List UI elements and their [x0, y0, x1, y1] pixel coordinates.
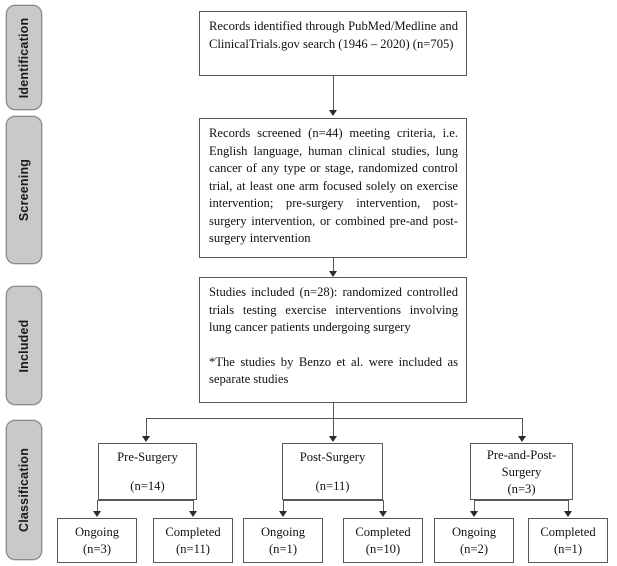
box-prepost-ongoing-count: (n=2): [459, 542, 489, 556]
arrowhead-pre-surgery-to-completed: [189, 511, 197, 517]
box-pre-and-post-surgery-title: Pre-and-Post-: [486, 447, 557, 462]
box-records-identified: Records identified through PubMed/Medlin…: [199, 11, 467, 76]
box-pre-surgery-count: (n=14): [130, 479, 165, 493]
box-prepost-ongoing: Ongoing (n=2): [434, 518, 514, 563]
connector-pre-surgery-to-ongoing: [97, 500, 98, 513]
connector-screened-to-included: [333, 258, 334, 273]
stage-classification: Classification: [6, 420, 42, 560]
box-pre-completed-title: Completed: [165, 525, 221, 539]
arrowhead-screened-to-included: [329, 271, 337, 277]
box-records-screened-text: Records screened (n=44) meeting criteria…: [209, 126, 458, 245]
box-post-surgery-count: (n=11): [315, 479, 350, 493]
box-pre-and-post-surgery: Pre-and-Post- Surgery (n=3): [470, 443, 573, 500]
box-prepost-completed-count: (n=1): [553, 542, 583, 556]
box-records-screened: Records screened (n=44) meeting criteria…: [199, 118, 467, 258]
stage-screening: Screening: [6, 116, 42, 264]
arrowhead-identified-to-screened: [329, 110, 337, 116]
box-prepost-completed-title: Completed: [540, 525, 596, 539]
box-post-completed-count: (n=10): [365, 542, 401, 556]
connector-pre-and-post-surgery-bus: [474, 500, 568, 501]
box-studies-included-text: Studies included (n=28): randomized cont…: [209, 285, 458, 334]
connector-to-post-surgery: [333, 418, 334, 438]
box-post-ongoing: Ongoing (n=1): [243, 518, 323, 563]
connector-pre-and-post-to-ongoing: [474, 500, 475, 513]
connector-to-pre-and-post-surgery: [522, 418, 523, 438]
stage-identification-label: Identification: [17, 17, 31, 98]
arrowhead-to-pre-surgery: [142, 436, 150, 442]
box-prepost-completed: Completed (n=1): [528, 518, 608, 563]
connector-post-surgery-to-ongoing: [283, 500, 284, 513]
stage-included: Included: [6, 286, 42, 405]
stage-classification-label: Classification: [17, 447, 31, 533]
box-pre-ongoing-count: (n=3): [82, 542, 112, 556]
connector-pre-and-post-to-completed: [568, 500, 569, 513]
stage-included-label: Included: [17, 319, 31, 372]
stage-identification: Identification: [6, 5, 42, 110]
box-post-surgery-title: Post-Surgery: [299, 450, 366, 464]
box-pre-surgery: Pre-Surgery (n=14): [98, 443, 197, 500]
box-pre-completed-count: (n=11): [176, 542, 210, 556]
arrowhead-pre-and-post-to-completed: [564, 511, 572, 517]
box-post-ongoing-count: (n=1): [268, 542, 298, 556]
arrowhead-pre-surgery-to-ongoing: [93, 511, 101, 517]
box-studies-included-note: *The studies by Benzo et al. were includ…: [209, 354, 458, 387]
connector-pre-surgery-bus: [97, 500, 193, 501]
box-pre-surgery-title: Pre-Surgery: [117, 450, 178, 464]
arrowhead-pre-and-post-to-ongoing: [470, 511, 478, 517]
box-post-completed: Completed (n=10): [343, 518, 423, 563]
arrowhead-post-surgery-to-ongoing: [279, 511, 287, 517]
box-pre-and-post-surgery-count: (n=3): [507, 481, 536, 496]
box-post-completed-title: Completed: [355, 525, 411, 539]
box-post-ongoing-title: Ongoing: [260, 525, 306, 539]
connector-identified-to-screened: [333, 76, 334, 112]
arrowhead-to-post-surgery: [329, 436, 337, 442]
box-records-identified-text: Records identified through PubMed/Medlin…: [209, 19, 458, 51]
box-pre-completed: Completed (n=11): [153, 518, 233, 563]
box-prepost-ongoing-title: Ongoing: [451, 525, 497, 539]
connector-classification-bus: [146, 418, 523, 419]
box-pre-ongoing: Ongoing (n=3): [57, 518, 137, 563]
connector-post-surgery-bus: [283, 500, 383, 501]
box-post-surgery: Post-Surgery (n=11): [282, 443, 383, 500]
box-pre-and-post-surgery-title2: Surgery: [501, 464, 542, 479]
connector-post-surgery-to-completed: [383, 500, 384, 513]
stage-screening-label: Screening: [17, 158, 31, 222]
connector-pre-surgery-to-completed: [193, 500, 194, 513]
box-pre-ongoing-title: Ongoing: [74, 525, 120, 539]
connector-to-pre-surgery: [146, 418, 147, 438]
box-studies-included: Studies included (n=28): randomized cont…: [199, 277, 467, 403]
arrowhead-to-pre-and-post-surgery: [518, 436, 526, 442]
arrowhead-post-surgery-to-completed: [379, 511, 387, 517]
connector-included-trunk: [333, 403, 334, 419]
